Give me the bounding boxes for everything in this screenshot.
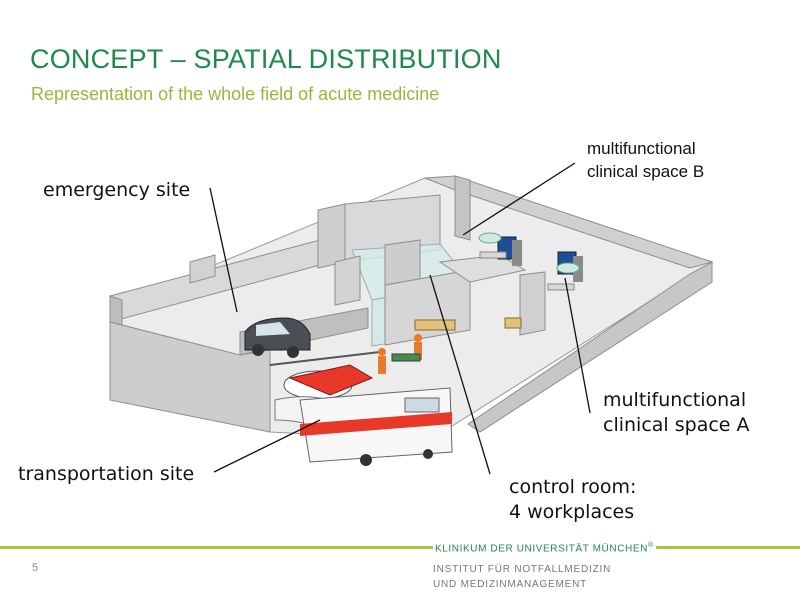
footer-institution: KLINIKUM DER UNIVERSITÄT MÜNCHEN® [433, 542, 656, 555]
footer-department-line1: INSTITUT FÜR NOTFALLMEDIZIN [433, 564, 612, 575]
label-control-room-line2: 4 workplaces [509, 501, 635, 523]
partition-wall [317, 203, 346, 269]
footer-department-line2: UND MEDIZINMANAGEMENT [433, 579, 588, 590]
label-clinical-space-a-line1: multifunctional [603, 389, 747, 411]
front-wall [109, 321, 271, 433]
clinical-a-equipment [547, 251, 583, 291]
label-clinical-space-b-line2: clinical space B [587, 162, 705, 181]
label-control-room: control room: 4 workplaces [509, 475, 636, 525]
label-emergency-site: emergency site [43, 179, 191, 201]
page-subtitle: Representation of the whole field of acu… [31, 84, 440, 104]
label-transportation-site: transportation site [18, 463, 195, 485]
label-clinical-space-a: multifunctional clinical space A [603, 388, 750, 438]
leader-line-emergency [209, 187, 238, 313]
registered-mark: ® [647, 542, 654, 549]
footer-rule [0, 546, 800, 549]
label-clinical-space-b: multifunctional clinical space B [587, 137, 704, 183]
footer-institution-name: KLINIKUM DER UNIVERSITÄT MÜNCHEN [435, 543, 648, 555]
label-clinical-space-b-line1: multifunctional [587, 139, 696, 158]
staff-figures [378, 334, 422, 374]
control-desk [414, 319, 456, 331]
label-control-room-line1: control room: [509, 476, 637, 498]
leader-line-clinical-a [564, 277, 591, 414]
footer-department: INSTITUT FÜR NOTFALLMEDIZIN UND MEDIZINM… [433, 562, 611, 592]
clinical-b-equipment [478, 232, 522, 266]
slide-number: 5 [32, 562, 39, 574]
leader-line-control [429, 274, 491, 475]
right-wall [467, 261, 713, 433]
label-clinical-space-a-line2: clinical space A [603, 414, 750, 436]
leader-line-transportation [213, 419, 321, 473]
ambulance [299, 387, 453, 466]
page-title: CONCEPT – SPATIAL DISTRIBUTION [30, 44, 502, 74]
car [244, 317, 311, 358]
leader-line-clinical-b [462, 162, 576, 236]
back-wall-right [424, 175, 714, 269]
